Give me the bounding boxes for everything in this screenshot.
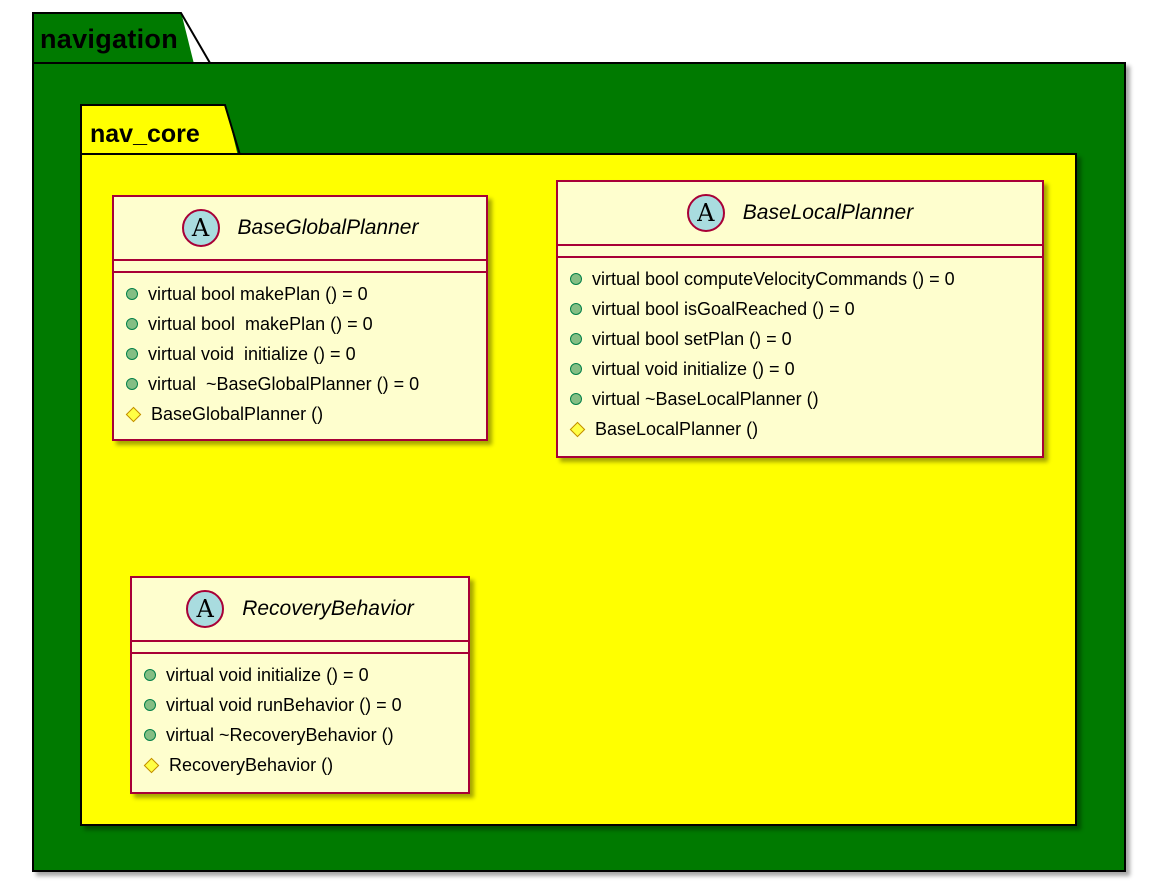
method-label: virtual bool makePlan () = 0 [148,283,368,304]
method-label: virtual bool isGoalReached () = 0 [592,298,855,319]
method: virtual ~BaseGlobalPlanner () = 0 [126,369,486,399]
methods-compartment: virtual bool makePlan () = 0 virtual boo… [114,273,486,429]
method-label: virtual bool setPlan () = 0 [592,328,792,349]
method-label: BaseLocalPlanner () [595,418,759,439]
class-header: A BaseLocalPlanner [558,182,1042,246]
method: virtual bool setPlan () = 0 [570,324,1042,354]
protected-method-icon [143,757,160,773]
method: virtual void initialize () = 0 [126,339,486,369]
method-label: virtual bool makePlan () = 0 [148,313,373,334]
attributes-compartment [132,642,468,654]
protected-method-icon [125,406,142,422]
abstract-class-icon: A [186,590,225,628]
abstract-class-icon: A [686,194,725,232]
class-header: A RecoveryBehavior [132,578,468,642]
class-recovery-behavior[interactable]: A RecoveryBehavior virtual void initiali… [130,576,470,794]
public-method-icon [126,378,138,390]
method: virtual ~BaseLocalPlanner () [570,384,1042,414]
class-base-global-planner[interactable]: A BaseGlobalPlanner virtual bool makePla… [112,195,488,441]
method-label: virtual ~BaseGlobalPlanner () = 0 [148,373,420,394]
public-method-icon [144,729,156,741]
method: virtual bool isGoalReached () = 0 [570,294,1042,324]
public-method-icon [144,669,156,681]
protected-method-icon [569,421,586,437]
method-label: virtual bool computeVelocityCommands () … [592,268,955,289]
method-label: virtual void initialize () = 0 [166,664,369,685]
package-tab-nav-core: nav_core [80,104,238,156]
public-method-icon [570,333,582,345]
class-name: BaseGlobalPlanner [237,216,419,239]
methods-compartment: virtual bool computeVelocityCommands () … [558,258,1042,444]
public-method-icon [570,363,582,375]
method-label: virtual void runBehavior () = 0 [166,694,402,715]
attributes-compartment [114,261,486,273]
class-header: A BaseGlobalPlanner [114,197,486,261]
method: virtual ~RecoveryBehavior () [144,720,468,750]
method-label: virtual ~BaseLocalPlanner () [592,388,819,409]
package-tab-border-nav-core [80,104,241,156]
class-base-local-planner[interactable]: A BaseLocalPlanner virtual bool computeV… [556,180,1044,458]
class-name: BaseLocalPlanner [742,201,914,224]
public-method-icon [570,303,582,315]
method-label: virtual void initialize () = 0 [592,358,795,379]
package-tab-border-navigation [32,12,211,64]
package-name-nav-core: nav_core [90,120,200,148]
package-tab-navigation: navigation [32,12,194,64]
method-label: virtual void initialize () = 0 [148,343,356,364]
public-method-icon [570,273,582,285]
public-method-icon [144,699,156,711]
package-name-navigation: navigation [40,24,179,54]
method: RecoveryBehavior () [143,750,468,780]
method: BaseLocalPlanner () [569,414,1042,444]
public-method-icon [570,393,582,405]
method: virtual void initialize () = 0 [144,660,468,690]
method-label: virtual ~RecoveryBehavior () [166,724,394,745]
methods-compartment: virtual void initialize () = 0 virtual v… [132,654,468,780]
method-label: BaseGlobalPlanner () [151,403,324,424]
method: virtual bool computeVelocityCommands () … [570,264,1042,294]
method: virtual void initialize () = 0 [570,354,1042,384]
method-label: RecoveryBehavior () [169,754,334,775]
public-method-icon [126,288,138,300]
attributes-compartment [558,246,1042,258]
method: BaseGlobalPlanner () [125,399,486,429]
method: virtual bool makePlan () = 0 [126,309,486,339]
public-method-icon [126,348,138,360]
class-name: RecoveryBehavior [242,597,414,620]
abstract-class-icon: A [181,209,220,247]
public-method-icon [126,318,138,330]
method: virtual bool makePlan () = 0 [126,279,486,309]
method: virtual void runBehavior () = 0 [144,690,468,720]
